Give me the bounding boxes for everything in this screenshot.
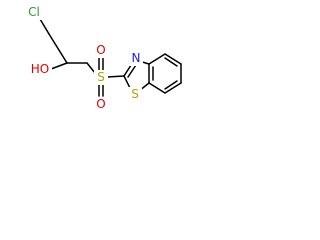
atom-labels: Cl HO S O O N S: [22, 5, 143, 112]
bond-c2-oh: [50, 62, 68, 70]
molecule-structure: Cl HO S O O N S: [22, 5, 182, 112]
bond-c2-n3-b: [127, 64, 137, 78]
sulfone-oxygen-bottom-label: O: [96, 97, 105, 111]
bond-c7-c7a: [148, 82, 166, 94]
bond-c1-c2: [48, 33, 68, 64]
bond-c3-s: [86, 62, 96, 74]
bond-c4-c5: [164, 53, 182, 65]
hydroxyl-label: HO: [31, 62, 49, 76]
thiazole-nitrogen-label: N: [132, 51, 141, 65]
sulfone-sulfur-label: S: [97, 70, 105, 84]
chlorine-label: Cl: [28, 5, 40, 19]
bond-s-c2thz: [106, 75, 125, 78]
bond-c3a-c4: [148, 53, 166, 65]
bond-c6-c7: [164, 82, 182, 94]
sulfone-oxygen-top-label: O: [96, 43, 105, 57]
bond-inner-c6-c7: [164, 80, 178, 90]
thiazole-sulfur-label: S: [131, 87, 139, 101]
bonds: [39, 18, 182, 97]
bond-inner-c4-c5: [164, 57, 178, 67]
bond-cl-c1: [39, 18, 50, 35]
